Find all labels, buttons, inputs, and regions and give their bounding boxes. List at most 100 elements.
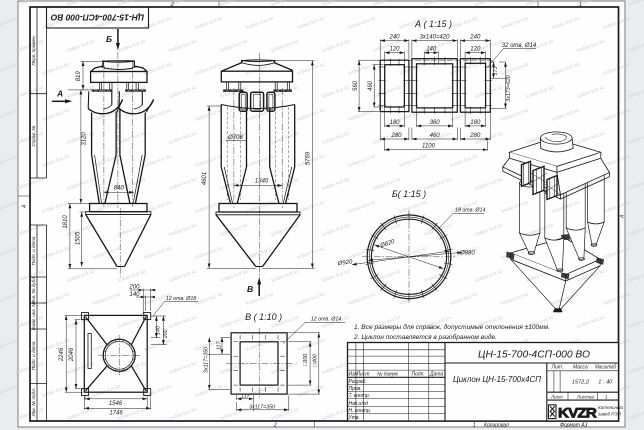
svg-text:3х117=350: 3х117=350: [204, 347, 210, 373]
svg-text:□300: □300: [303, 354, 309, 366]
svg-text:Подп. и дата: Подп. и дата: [31, 236, 36, 265]
svg-text:kotlan.kvz.kz: kotlan.kvz.kz: [0, 61, 20, 77]
svg-text:завод РЭП: завод РЭП: [597, 412, 622, 417]
svg-text:Формат А3: Формат А3: [560, 422, 588, 428]
svg-text:1100: 1100: [422, 144, 436, 150]
svg-text:280: 280: [469, 133, 481, 139]
svg-text:№ докум.: № докум.: [377, 371, 399, 377]
svg-text:Ø880: Ø880: [459, 250, 475, 256]
svg-text:2: 2: [170, 2, 174, 8]
svg-text:kotlan.kvz.kz: kotlan.kvz.kz: [628, 314, 644, 330]
svg-text:В ( 1:10 ): В ( 1:10 ): [245, 312, 282, 322]
svg-text:200: 200: [163, 330, 169, 340]
svg-text:2046: 2046: [69, 347, 75, 362]
svg-text:200: 200: [128, 284, 140, 290]
svg-text:Листов: Листов: [576, 394, 594, 399]
svg-text:Изм: Изм: [349, 371, 359, 377]
svg-text:1: 1: [605, 394, 608, 399]
svg-text:1546: 1546: [109, 401, 123, 407]
svg-text:В: В: [247, 284, 253, 294]
svg-text:18 отв. Ø14: 18 отв. Ø14: [455, 208, 485, 214]
svg-text:240: 240: [469, 34, 481, 40]
svg-text:Циклон ЦН-15-700х4СП: Циклон ЦН-15-700х4СП: [453, 375, 541, 384]
svg-text:kotlan.kvz.kz: kotlan.kvz.kz: [628, 222, 644, 238]
svg-text:KVZR: KVZR: [558, 405, 597, 421]
svg-text:А: А: [620, 214, 626, 219]
svg-text:А: А: [56, 89, 63, 99]
svg-text:Справ. №: Справ. №: [31, 126, 36, 147]
svg-text:kotlan.kvz.kz: kotlan.kvz.kz: [0, 107, 20, 123]
svg-text:140: 140: [156, 326, 162, 335]
svg-text:Н. контр.: Н. контр.: [349, 408, 372, 414]
svg-text:2246: 2246: [59, 347, 65, 362]
svg-text:kotlan.kvz.kz: kotlan.kvz.kz: [0, 245, 20, 261]
svg-text:Инв. № подл.: Инв. № подл.: [31, 388, 36, 417]
svg-text:3х117=350: 3х117=350: [249, 404, 275, 410]
svg-text:Копировал: Копировал: [484, 422, 509, 428]
svg-text:Пров.: Пров.: [349, 386, 362, 392]
svg-text:kotlan.kvz.kz: kotlan.kvz.kz: [0, 199, 20, 215]
svg-text:Инв. № дубл.: Инв. № дубл.: [31, 276, 36, 304]
svg-text:240: 240: [388, 34, 400, 40]
svg-text:1 : 40: 1 : 40: [598, 380, 613, 386]
svg-text:12 отв. Ø18: 12 отв. Ø18: [166, 296, 196, 302]
svg-text:120: 120: [470, 46, 481, 52]
svg-text:kotlan.kvz.kz: kotlan.kvz.kz: [0, 291, 20, 307]
svg-text:ЦН-15-700-4СП-000 ВО: ЦН-15-700-4СП-000 ВО: [50, 13, 144, 23]
svg-text:kotlan.kvz.kz: kotlan.kvz.kz: [0, 383, 20, 399]
svg-text:Т. контр.: Т. контр.: [349, 393, 371, 399]
svg-text:120: 120: [389, 46, 400, 52]
svg-text:2. Циклон поставляется в разоб: 2. Циклон поставляется в разобранном вид…: [353, 335, 497, 341]
svg-text:kotlan.kvz.kz: kotlan.kvz.kz: [0, 15, 20, 31]
svg-text:kotlan.kvz.kz: kotlan.kvz.kz: [628, 176, 644, 192]
svg-text:819: 819: [76, 71, 82, 82]
svg-text:Б( 1:15 ): Б( 1:15 ): [392, 189, 426, 199]
svg-text:Подп. и дата: Подп. и дата: [31, 341, 36, 370]
svg-text:kotlan.kvz.kz: kotlan.kvz.kz: [628, 38, 644, 54]
svg-text:460: 460: [430, 133, 441, 139]
svg-text:Масштаб: Масштаб: [595, 365, 616, 371]
svg-text:117: 117: [216, 341, 222, 350]
svg-text:1572,2: 1572,2: [572, 380, 590, 386]
svg-text:1340: 1340: [255, 179, 269, 185]
svg-text:140: 140: [426, 46, 437, 52]
svg-text:kotlan.kvz.kz: kotlan.kvz.kz: [0, 337, 20, 353]
svg-text:180: 180: [470, 120, 481, 126]
svg-text:1. Все размеры для справок, до: 1. Все размеры для справок, допустимые о…: [354, 325, 550, 331]
svg-text:Лист: Лист: [356, 371, 370, 377]
svg-text:Лит.: Лит.: [551, 365, 564, 371]
svg-text:1746: 1746: [109, 410, 123, 416]
svg-text:kotlan.kvz.kz: kotlan.kvz.kz: [628, 84, 644, 100]
svg-text:1: 1: [579, 2, 582, 8]
svg-text:Масса: Масса: [573, 365, 588, 371]
svg-text:Лист: Лист: [550, 394, 563, 399]
svg-text:280: 280: [390, 133, 402, 139]
svg-text:Перв. примен.: Перв. примен.: [31, 35, 36, 66]
svg-text:3х173=620: 3х173=620: [506, 75, 512, 101]
svg-text:4601: 4601: [202, 172, 208, 185]
svg-text:Разраб.: Разраб.: [349, 379, 367, 385]
svg-text:560: 560: [353, 80, 359, 91]
svg-text:3120: 3120: [82, 132, 88, 146]
svg-text:А: А: [22, 204, 28, 209]
svg-text:140: 140: [129, 292, 140, 298]
svg-text:Подп.: Подп.: [412, 371, 425, 377]
svg-text:kotlan.kvz.kz: kotlan.kvz.kz: [628, 406, 644, 422]
svg-text:Ø820: Ø820: [379, 239, 396, 250]
svg-text:32 отв. Ø14: 32 отв. Ø14: [502, 43, 537, 49]
svg-text:ЦН-15-700-4СП-000 ВО: ЦН-15-700-4СП-000 ВО: [478, 350, 590, 361]
svg-text:117: 117: [241, 393, 250, 399]
svg-text:460: 460: [368, 80, 374, 91]
svg-text:1: 1: [473, 422, 476, 428]
svg-text:1505: 1505: [75, 231, 81, 245]
svg-text:Взам. инв. №: Взам. инв. №: [31, 302, 36, 330]
svg-text:А ( 1:15 ): А ( 1:15 ): [414, 19, 452, 29]
svg-text:3х140=420: 3х140=420: [420, 34, 451, 40]
svg-text:360: 360: [430, 120, 441, 126]
svg-text:kotlan.kvz.kz: kotlan.kvz.kz: [628, 130, 644, 146]
svg-text:Котельный: Котельный: [598, 404, 623, 410]
svg-text:Нач.отд: Нач.отд: [349, 401, 369, 407]
svg-text:kotlan.kvz.kz: kotlan.kvz.kz: [628, 268, 644, 284]
svg-text:180: 180: [389, 120, 400, 126]
svg-text:Дата: Дата: [429, 371, 443, 377]
